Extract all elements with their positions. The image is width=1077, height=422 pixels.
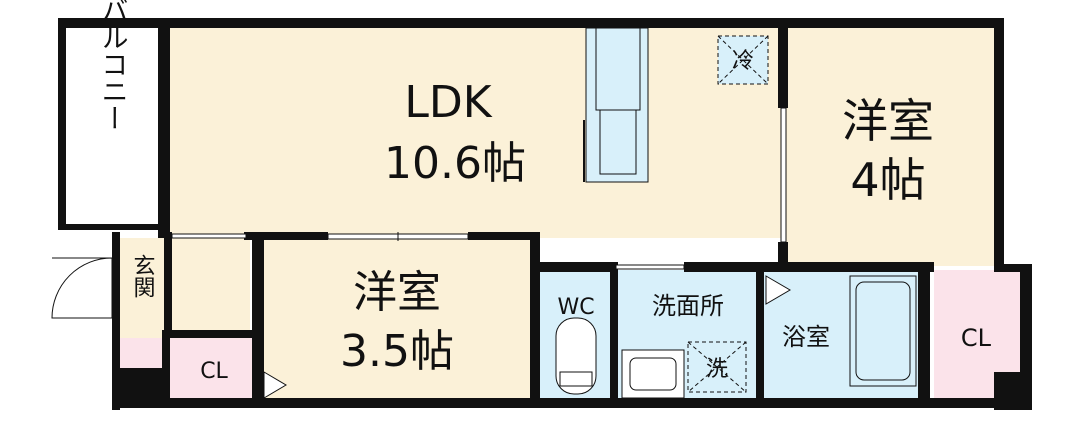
entrance-step <box>118 338 166 368</box>
bathroom-label: 浴室 <box>782 323 830 351</box>
fridge-space: 冷 <box>717 35 769 85</box>
washer-mark: 洗 <box>706 357 728 382</box>
labels: LDK 10.6帖 洋室 4帖 洋室 3.5帖 バルコニー 玄関 WC 洗面所 … <box>97 0 992 384</box>
wc-label: WC <box>557 295 594 320</box>
hall-floor <box>172 238 250 330</box>
washroom-label: 洗面所 <box>652 292 724 320</box>
western-room-left-name: 洋室 <box>353 267 441 318</box>
balcony-floor <box>64 28 162 228</box>
entrance-label: 玄関 <box>130 254 155 298</box>
wash-basin <box>621 349 685 399</box>
doors <box>51 107 791 399</box>
western-room-right-name: 洋室 <box>842 94 934 148</box>
toilet <box>555 317 597 395</box>
walls <box>58 18 1032 410</box>
ldk-size: 10.6帖 <box>384 138 526 189</box>
washer-space: 洗 <box>687 341 747 393</box>
fridge-mark: 冷 <box>732 49 754 74</box>
kitchen-counter <box>583 27 649 183</box>
balcony-label: バルコニー <box>97 0 128 132</box>
closet-left-floor <box>168 338 260 402</box>
bathtub <box>849 275 917 387</box>
ldk-floor <box>168 26 783 238</box>
western-room-left-floor <box>262 238 532 402</box>
ldk-name: LDK <box>404 77 492 128</box>
western-room-right-size: 4帖 <box>850 153 925 207</box>
closet-left-label: CL <box>200 359 228 384</box>
entrance-floor <box>118 238 172 338</box>
closet-right-label: CL <box>961 324 992 352</box>
western-room-left-size: 3.5帖 <box>340 326 454 377</box>
western-room-right-floor <box>783 26 995 266</box>
